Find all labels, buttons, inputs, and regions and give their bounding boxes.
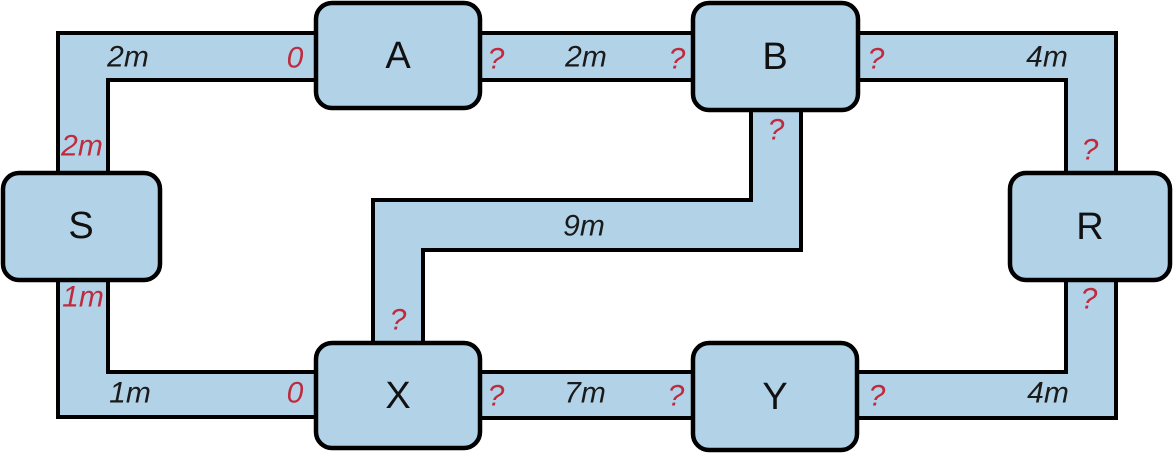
label-x-y-cost-at-y: ? (668, 380, 685, 413)
node-y-box (690, 340, 860, 453)
node-x-label: X (385, 375, 410, 417)
pipe-y-r (850, 273, 1118, 420)
node-a-box (313, 0, 483, 111)
label-x-y-cost-at-x: ? (488, 380, 505, 413)
label-b-r-cost-at-r: ? (1082, 134, 1099, 167)
pipe-b-r (851, 31, 1118, 180)
label-s-x-distance: 1m (109, 377, 151, 410)
node-x-box (313, 340, 483, 451)
label-b-x-cost-at-x: ? (390, 304, 407, 337)
label-s-a-distance: 2m (106, 41, 149, 74)
label-b-x-cost-at-b: ? (768, 114, 785, 147)
label-s-x-cost-at-x: 0 (287, 377, 304, 410)
node-r-label: R (1076, 206, 1103, 248)
label-s-a-cost-at-s: 2m (60, 130, 103, 163)
label-x-y-distance: 7m (564, 377, 606, 410)
node-b-label: B (762, 36, 787, 78)
node-a-label: A (385, 35, 411, 77)
node-b-box (690, 0, 861, 113)
label-b-r-distance: 4m (1026, 41, 1068, 74)
label-b-r-cost-at-b: ? (868, 43, 885, 76)
label-a-b-distance: 2m (564, 41, 607, 74)
label-y-r-distance: 4m (1027, 377, 1069, 410)
label-s-a-cost-at-a: 0 (287, 42, 304, 75)
node-s-box (0, 170, 163, 283)
label-a-b-cost-at-b: ? (669, 43, 686, 76)
label-s-x-cost-at-s: 1m (62, 281, 104, 314)
node-r-box (1007, 170, 1173, 283)
label-y-r-cost-at-r: ? (1081, 283, 1098, 316)
node-y-label: Y (762, 376, 787, 418)
node-s-label: S (68, 205, 93, 247)
label-b-x-distance: 9m (563, 210, 605, 243)
label-y-r-cost-at-y: ? (869, 380, 886, 413)
label-a-b-cost-at-a: ? (488, 43, 505, 76)
